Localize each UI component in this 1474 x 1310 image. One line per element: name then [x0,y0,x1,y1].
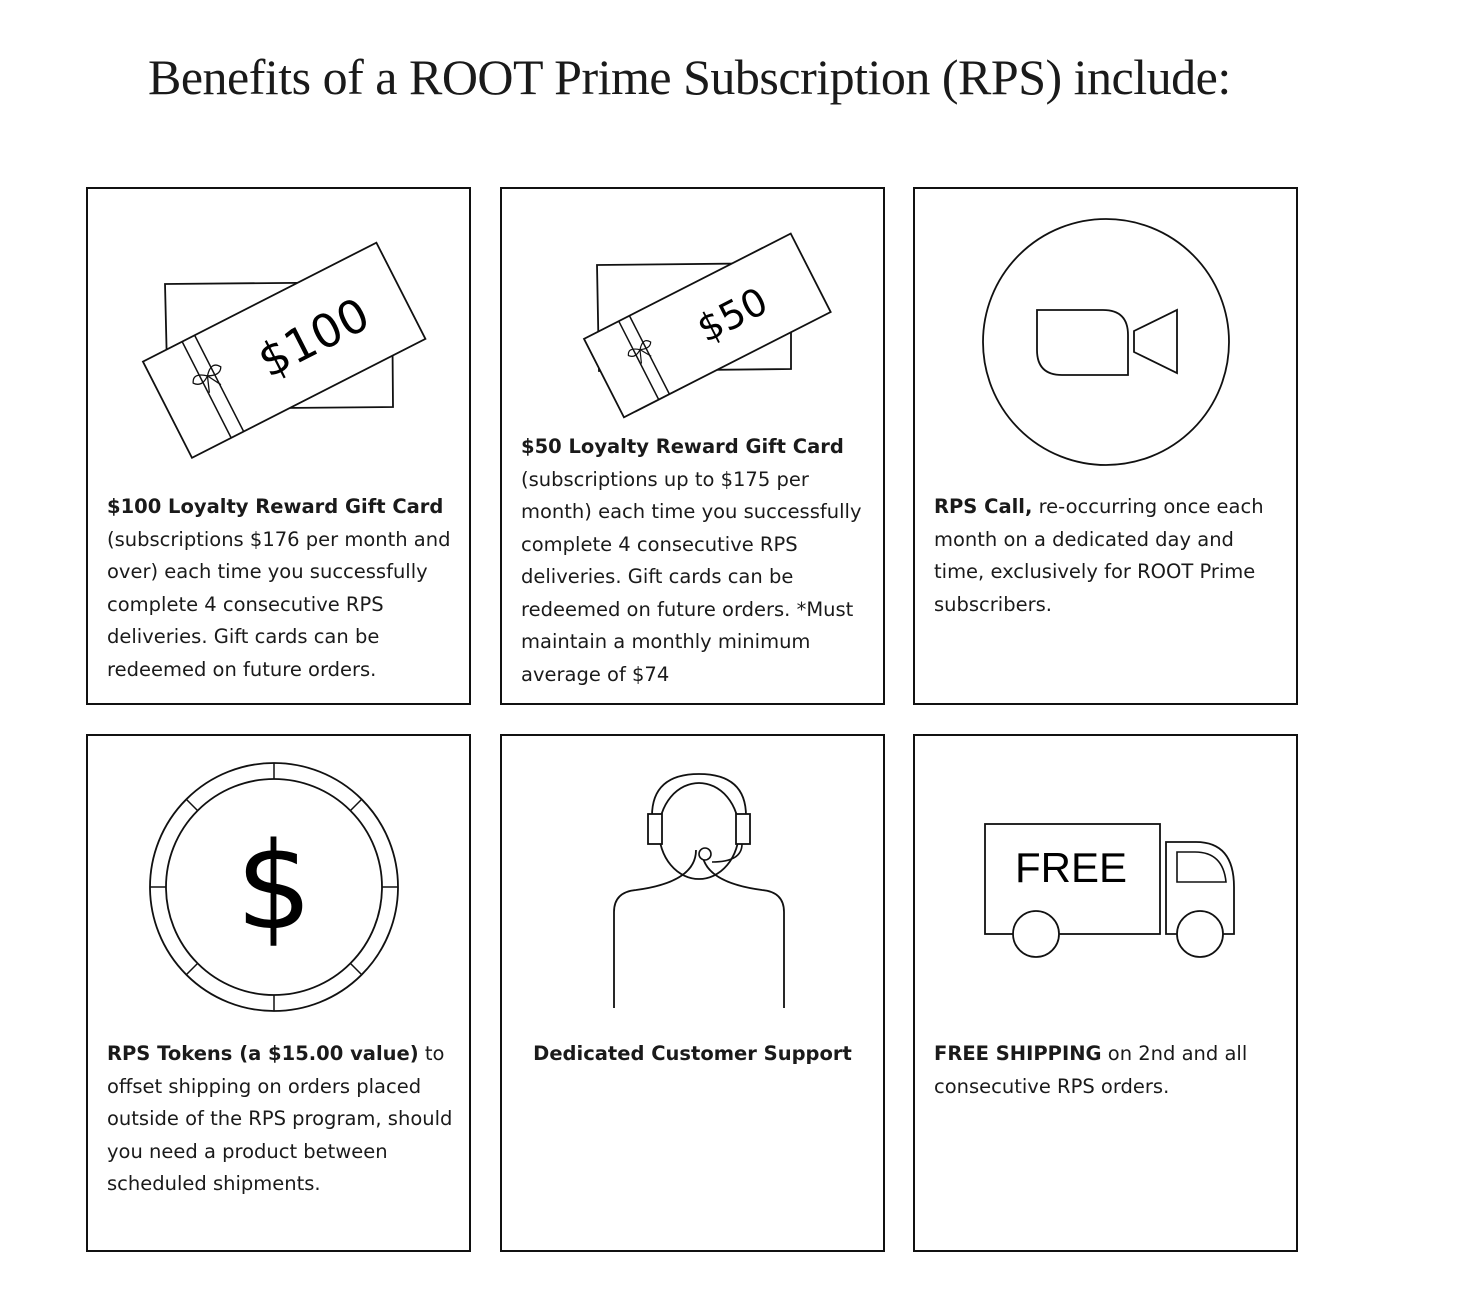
benefit-description: (subscriptions $176 per month and over) … [107,527,451,681]
benefit-description: re-occurring once each month on a dedica… [934,495,1264,616]
benefit-card-50-gift-card: $50 $50 Loyalty Reward Gift Card (subscr… [500,187,885,705]
benefit-title: FREE SHIPPING [934,1042,1102,1065]
benefit-title: RPS Call, [934,495,1033,518]
benefit-title: $100 Loyalty Reward Gift Card [107,495,444,518]
page-title: Benefits of a ROOT Prime Subscription (R… [148,49,1231,105]
benefit-title: Dedicated Customer Support [533,1042,852,1065]
benefit-description: (subscriptions up to $175 per month) eac… [521,467,862,686]
benefit-card-customer-support: Dedicated Customer Support [500,734,885,1252]
benefit-card-rps-call: RPS Call, re-occurring once each month o… [913,187,1298,705]
delivery-truck-icon: FREE [984,823,1235,958]
headset-support-icon [613,773,785,1008]
benefit-card-100-gift-card: $100 $100 Loyalty Reward Gift Card (subs… [86,187,471,705]
benefit-description: to offset shipping on orders placed outs… [107,1042,453,1195]
benefit-card-rps-tokens: $ RPS Tokens (a $15.00 value) to offset … [86,734,471,1252]
benefit-title: RPS Tokens (a $15.00 value) [107,1042,419,1065]
benefit-description: on 2nd and all consecutive RPS orders. [934,1042,1248,1098]
gift-card-icon: $100 [141,241,427,460]
video-camera-icon [982,218,1230,466]
gift-card-icon: $50 [582,232,832,419]
free-label: FREE [1015,844,1127,891]
dollar-sign: $ [236,818,312,957]
benefit-title: $50 Loyalty Reward Gift Card [521,435,844,458]
dollar-coin-icon: $ [149,762,399,1012]
benefit-card-free-shipping: FREE FREE SHIPPING on 2nd and all consec… [913,734,1298,1252]
